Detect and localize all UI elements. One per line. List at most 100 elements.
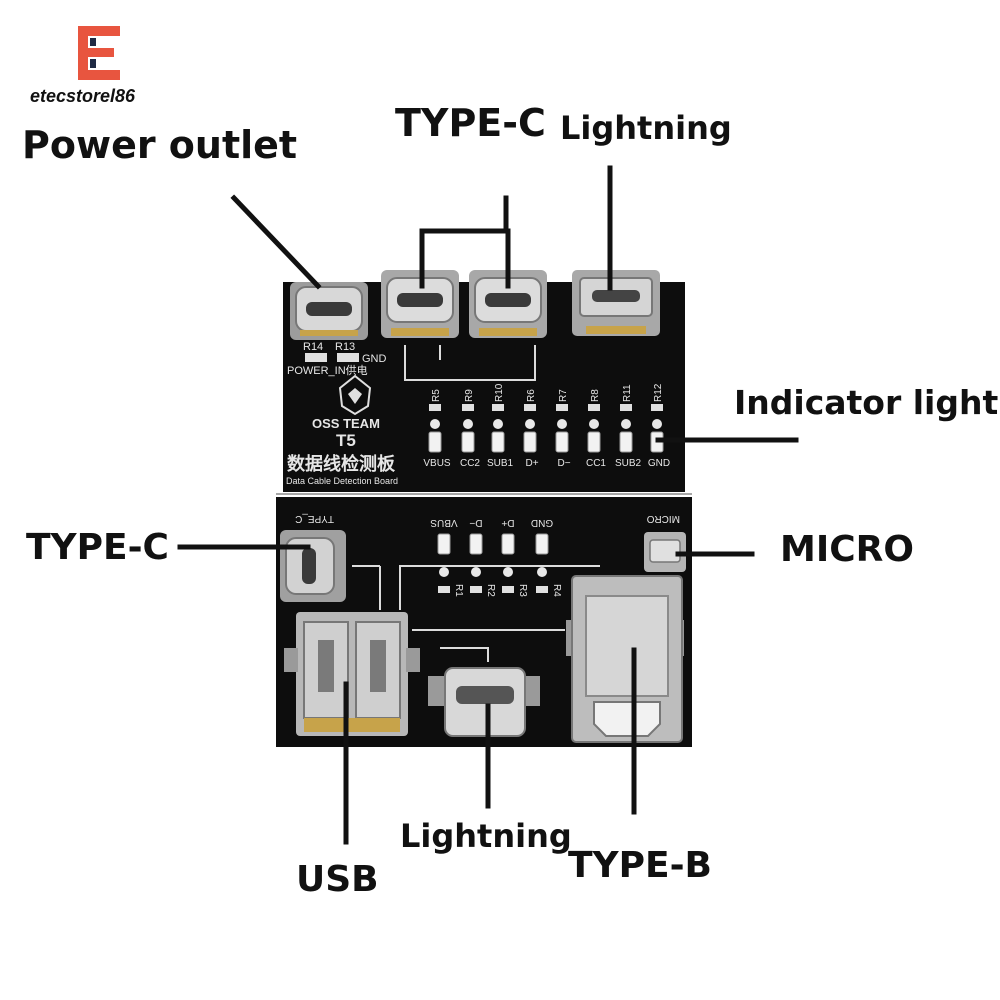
top-led-pad <box>652 419 662 429</box>
bottom-led-pad <box>471 567 481 577</box>
top-signal-label: CC2 <box>460 458 480 469</box>
power-in-label: POWER_IN供电 <box>287 363 368 377</box>
brand-name: etecstorel86 <box>30 86 136 106</box>
indicator-light-label: Indicator light <box>734 383 999 422</box>
bottom-resistor-label: R4 <box>551 584 562 597</box>
top-signal-label: D+ <box>525 458 538 469</box>
top-resistor-label: R11 <box>622 384 633 402</box>
top-resistor <box>492 404 504 411</box>
top-led-pad <box>493 419 503 429</box>
bottom-resistor <box>438 586 450 593</box>
bottom-resistor <box>536 586 548 593</box>
bottom-resistor-label: R1 <box>453 584 464 597</box>
title-cn-label: 数据线检测板 <box>287 453 396 474</box>
top-indicator-led <box>428 431 442 453</box>
top-resistor-label: R12 <box>653 383 664 402</box>
top-indicator-led <box>523 431 537 453</box>
top-led-pad <box>621 419 631 429</box>
typec-port-2 <box>469 270 547 338</box>
usb-label: USB <box>296 859 379 900</box>
typec-left-label: TYPE-C <box>26 527 169 568</box>
top-resistor <box>556 404 568 411</box>
power-outlet-leader <box>230 194 322 290</box>
model-label: T5 <box>336 431 356 450</box>
bottom-resistor-label: R3 <box>517 584 528 597</box>
bottom-led-pad <box>537 567 547 577</box>
top-resistor-label: R10 <box>494 383 505 402</box>
top-resistor <box>462 404 474 411</box>
top-indicator-led <box>619 431 633 453</box>
top-resistor-label: R5 <box>431 389 442 402</box>
lightning-port-bottom <box>428 667 540 737</box>
lightning-bottom-label: Lightning <box>400 817 572 855</box>
usb-a-port <box>284 612 420 736</box>
micro-label: MICRO <box>780 529 914 570</box>
lightning-port-top <box>572 270 660 336</box>
top-indicator-led <box>461 431 475 453</box>
top-led-pad <box>525 419 535 429</box>
bottom-indicator-led <box>501 533 515 555</box>
bottom-signal-label: D+ <box>501 517 514 528</box>
top-led-pad <box>589 419 599 429</box>
lightning-top-label: Lightning <box>560 109 732 147</box>
typec-top-leader <box>419 195 511 289</box>
micro-usb-port <box>644 532 686 572</box>
top-resistor-label: R6 <box>526 389 537 402</box>
bottom-indicator-led <box>469 533 483 555</box>
power-outlet-label: Power outlet <box>22 123 298 167</box>
bottom-resistor <box>470 586 482 593</box>
oss-team-logo-icon <box>338 374 372 416</box>
bottom-indicator-led <box>437 533 451 555</box>
typeb-label: TYPE-B <box>568 845 712 886</box>
top-resistor <box>651 404 663 411</box>
power-usb-c-port <box>290 282 368 340</box>
top-led-pad <box>557 419 567 429</box>
top-signal-label: CC1 <box>586 458 606 469</box>
top-signal-label: GND <box>648 458 670 469</box>
top-signal-label: SUB1 <box>487 458 514 469</box>
r14-label: R14 <box>303 341 323 353</box>
top-signal-label: VBUS <box>423 458 451 469</box>
top-resistor-label: R8 <box>590 389 601 402</box>
bottom-indicator-leds <box>437 533 549 577</box>
bottom-led-pad <box>439 567 449 577</box>
top-resistor-label: R9 <box>464 389 475 402</box>
typec-left-silk: TYPE_C <box>295 513 334 524</box>
top-indicator-led <box>491 431 505 453</box>
bottom-signal-label: D− <box>469 517 482 528</box>
top-signal-label: SUB2 <box>615 458 642 469</box>
top-resistor <box>588 404 600 411</box>
bottom-resistor <box>502 586 514 593</box>
bottom-resistor-label: R2 <box>485 584 496 597</box>
bottom-signal-label: VBUS <box>430 517 458 528</box>
top-indicator-leds <box>428 419 664 453</box>
usb-type-b-port <box>566 575 684 743</box>
top-resistor <box>620 404 632 411</box>
top-signal-label: D− <box>557 458 570 469</box>
bottom-signal-labels: VBUS D− D+ GND <box>430 517 553 528</box>
top-resistor <box>429 404 441 411</box>
bottom-resistors: R1 R2 R3 R4 <box>438 584 562 597</box>
brand-logo-icon <box>78 26 120 80</box>
team-label: OSS TEAM <box>312 416 380 431</box>
bottom-indicator-led <box>535 533 549 555</box>
top-resistor-label: R7 <box>558 389 569 402</box>
top-indicator-led <box>587 431 601 453</box>
title-en-label: Data Cable Detection Board <box>286 476 398 486</box>
top-signal-labels: VBUS CC2 SUB1 D+ D− CC1 SUB2 GND <box>423 458 670 469</box>
bottom-signal-label: GND <box>531 517 553 528</box>
top-resistor <box>524 404 536 411</box>
top-indicator-led <box>555 431 569 453</box>
gnd-label: GND <box>362 353 387 365</box>
top-led-pad <box>463 419 473 429</box>
micro-silk: MICRO <box>646 513 680 524</box>
bottom-led-pad <box>503 567 513 577</box>
typec-top-label: TYPE-C <box>395 101 546 145</box>
r13-label: R13 <box>335 341 355 353</box>
top-resistors: R5 R9 R10 R6 R7 R8 R11 R12 <box>429 383 664 411</box>
top-led-pad <box>430 419 440 429</box>
typec-port-1 <box>381 270 459 338</box>
